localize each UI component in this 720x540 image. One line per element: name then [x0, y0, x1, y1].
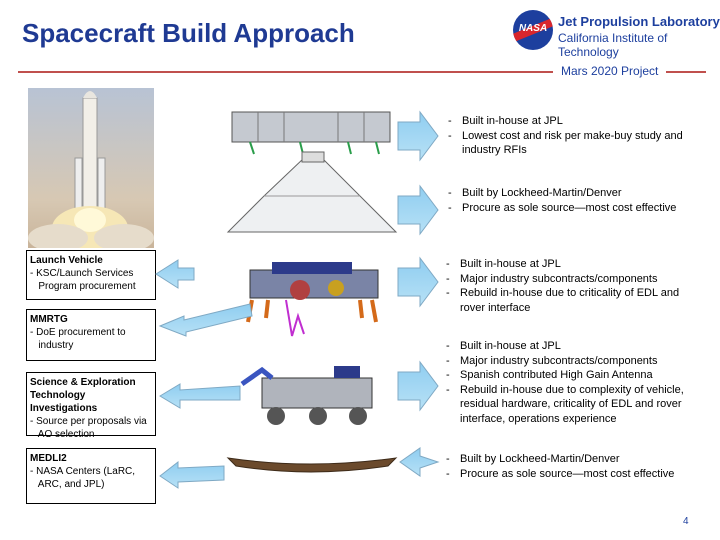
header-rule	[18, 71, 706, 73]
heatshield-notes: -Built by Lockheed-Martin/Denver -Procur…	[446, 453, 675, 480]
org-name: Jet Propulsion Laboratory	[558, 14, 720, 29]
page-title: Spacecraft Build Approach	[22, 18, 355, 48]
page-number: 4	[683, 516, 689, 527]
science-instruments-box: Science & Exploration Technology Investi…	[26, 372, 156, 440]
arrow-heatshield	[399, 447, 440, 477]
backshell-notes: -Built by Lockheed-Martin/Denver -Procur…	[448, 187, 677, 214]
rover-notes: -Built in-house at JPL -Major industry s…	[446, 340, 684, 425]
project-label: Mars 2020 Project	[553, 64, 667, 78]
cruise-stage-image	[231, 111, 391, 155]
medli2-box: MEDLI2 - NASA Centers (LaRC, ARC, and JP…	[26, 448, 156, 504]
arrow-science	[159, 383, 241, 409]
arrow-descent-stage	[397, 256, 439, 308]
launch-vehicle-box: Launch Vehicle - KSC/Launch Services Pro…	[26, 250, 156, 300]
arrow-backshell	[397, 184, 439, 236]
descent-stage-notes: -Built in-house at JPL -Major industry s…	[446, 258, 680, 314]
nasa-logo: NASA	[513, 10, 553, 50]
arrow-launch-vehicle	[155, 259, 195, 289]
heatshield-image	[226, 457, 398, 473]
cruise-stage-notes: -Built in-house at JPL -Lowest cost and …	[448, 115, 683, 156]
arrow-mmrtg	[158, 303, 253, 337]
mmrtg-box: MMRTG - DoE procurement to industry	[26, 309, 156, 361]
org-subtitle: California Institute of Technology	[558, 31, 668, 59]
rover-image	[240, 366, 373, 425]
launch-vehicle-image	[28, 88, 154, 248]
backshell-image	[226, 151, 398, 233]
arrow-medli2	[159, 460, 225, 489]
arrow-rover	[397, 360, 439, 412]
arrow-cruise-stage	[397, 110, 439, 162]
